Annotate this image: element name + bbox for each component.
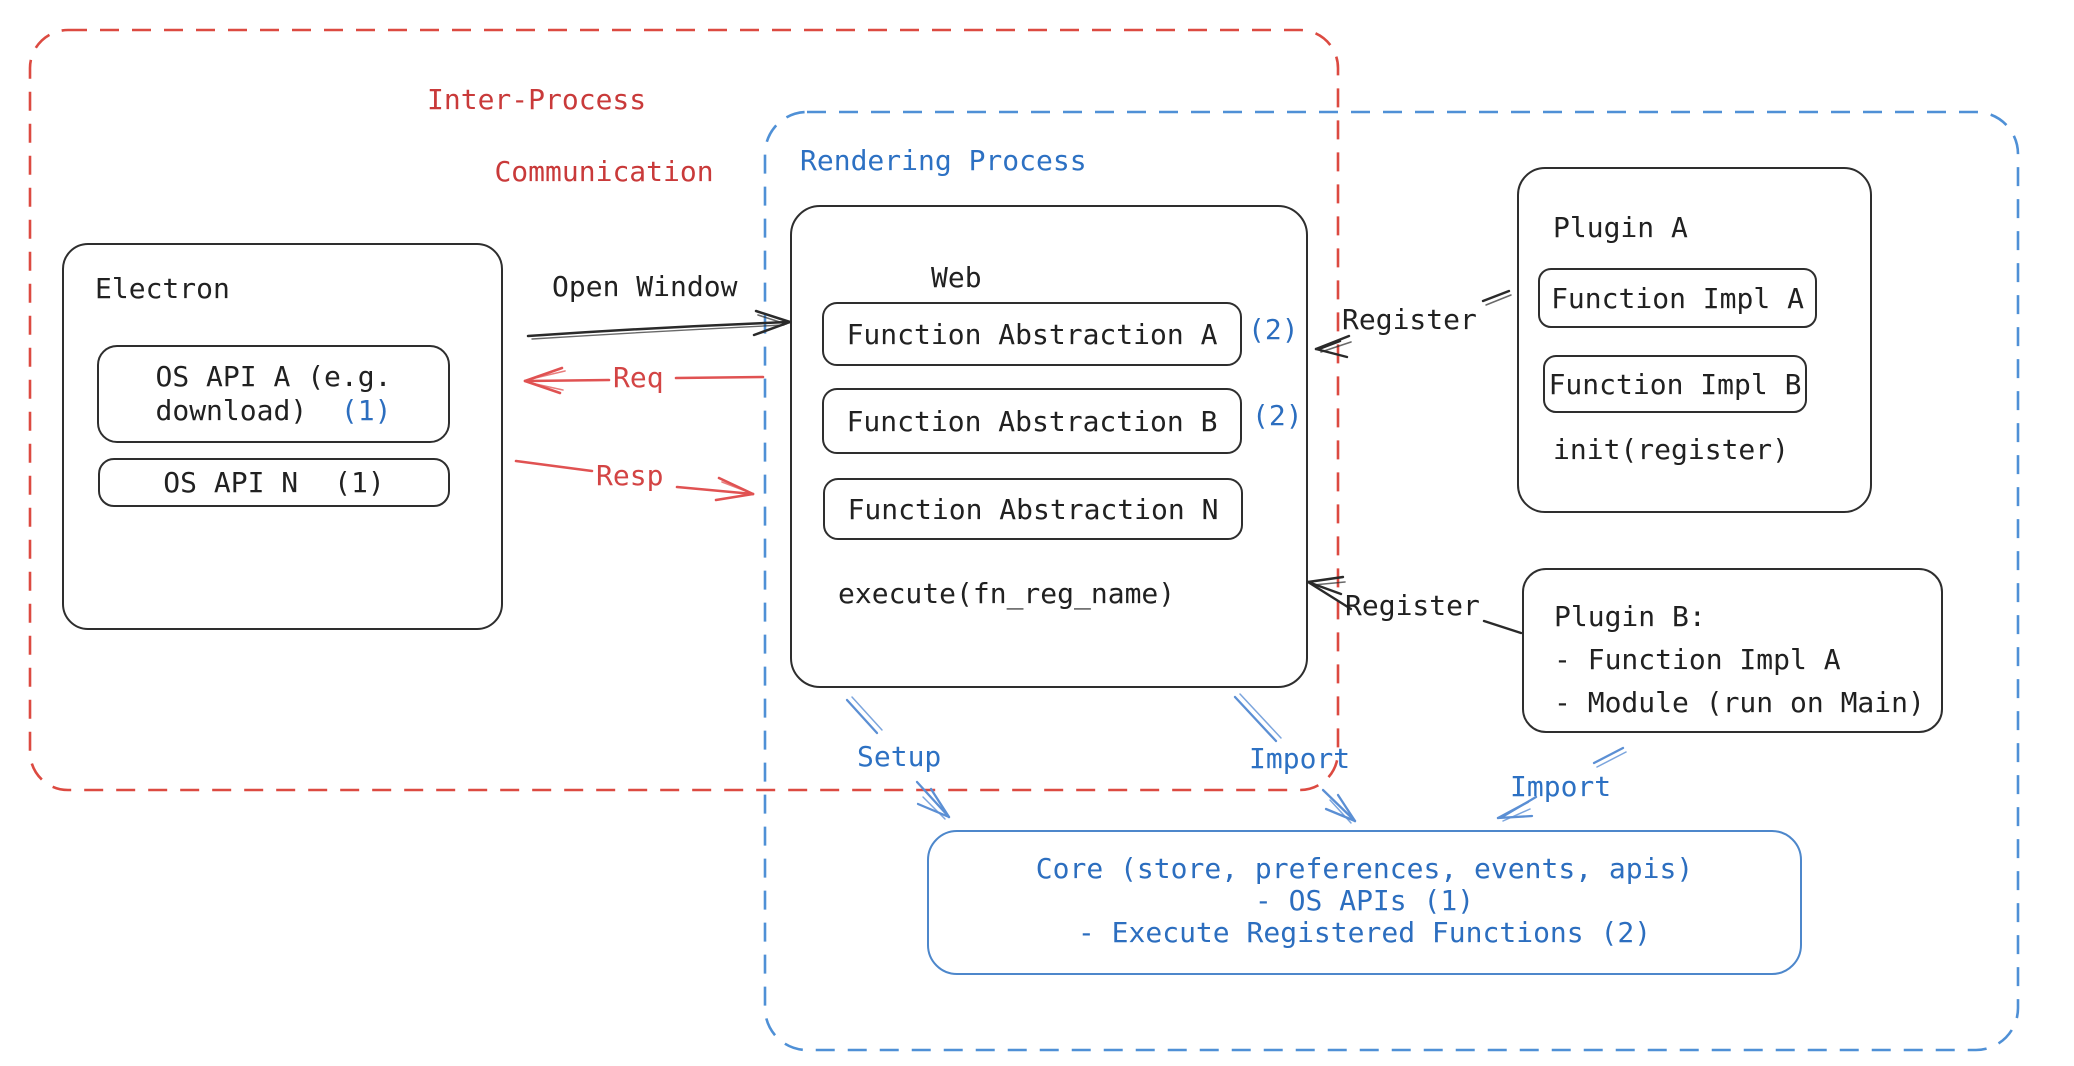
import-plugin-label: Import	[1510, 770, 1612, 803]
function-abstraction-n-label: Function Abstraction N	[847, 492, 1219, 526]
web-title: Web	[931, 261, 982, 294]
ipc-title-line1: Inter-Process	[427, 83, 647, 116]
plugin-a-title: Plugin A	[1553, 211, 1688, 244]
os-api-a-badge: (1)	[340, 394, 392, 427]
os-api-a-line2: download) (1)	[155, 394, 391, 428]
os-api-n-label: OS API N	[163, 466, 299, 499]
plugin-b-line3: - Module (run on Main)	[1554, 686, 1925, 719]
req-label: Req	[613, 361, 664, 394]
function-abstraction-a-box: Function Abstraction A	[822, 302, 1242, 366]
function-abstraction-b-label: Function Abstraction B	[846, 404, 1218, 438]
core-line1: Core (store, preferences, events, apis)	[1035, 852, 1694, 885]
function-abstraction-n-box: Function Abstraction N	[823, 478, 1243, 540]
open-window-arrow	[526, 309, 792, 340]
os-api-a-box: OS API A (e.g. download) (1)	[97, 345, 450, 443]
execute-label: execute(fn_reg_name)	[838, 577, 1176, 610]
rendering-region-title: Rendering Process	[800, 144, 1087, 177]
core-line2: - OS APIs (1)	[1254, 884, 1475, 917]
os-api-n-badge: (1)	[334, 466, 385, 499]
function-abstraction-a-label: Function Abstraction A	[846, 317, 1218, 351]
plugin-b-line1: Plugin B:	[1554, 600, 1706, 633]
setup-label: Setup	[857, 740, 942, 773]
plugin-b-line2: - Function Impl A	[1554, 643, 1841, 676]
function-impl-a-label: Function Impl A	[1551, 281, 1804, 315]
function-abstraction-a-badge: (2)	[1248, 313, 1299, 346]
open-window-label: Open Window	[552, 270, 738, 303]
init-register-label: init(register)	[1553, 433, 1790, 466]
function-impl-a-box: Function Impl A	[1538, 268, 1817, 328]
function-impl-b-box: Function Impl B	[1543, 355, 1807, 413]
function-abstraction-b-badge: (2)	[1252, 399, 1303, 432]
function-impl-b-label: Function Impl B	[1548, 367, 1802, 401]
resp-label: Resp	[596, 459, 664, 492]
ipc-region-title: Inter-Process Communication	[427, 82, 714, 190]
core-box: Core (store, preferences, events, apis) …	[927, 830, 1802, 975]
electron-title: Electron	[95, 272, 230, 305]
function-abstraction-b-box: Function Abstraction B	[822, 388, 1242, 454]
os-api-n-box: OS API N (1)	[98, 458, 450, 507]
core-line3: - Execute Registered Functions (2)	[1077, 916, 1652, 949]
import-web-label: Import	[1249, 742, 1351, 775]
ipc-title-line2: Communication	[494, 155, 714, 188]
register-top-label: Register	[1342, 303, 1477, 336]
register-bottom-label: Register	[1345, 589, 1480, 622]
plugin-b-box: Plugin B: - Function Impl A - Module (ru…	[1522, 568, 1943, 733]
os-api-a-line2-text: download)	[155, 394, 308, 427]
os-api-a-line1: OS API A (e.g.	[155, 360, 392, 393]
